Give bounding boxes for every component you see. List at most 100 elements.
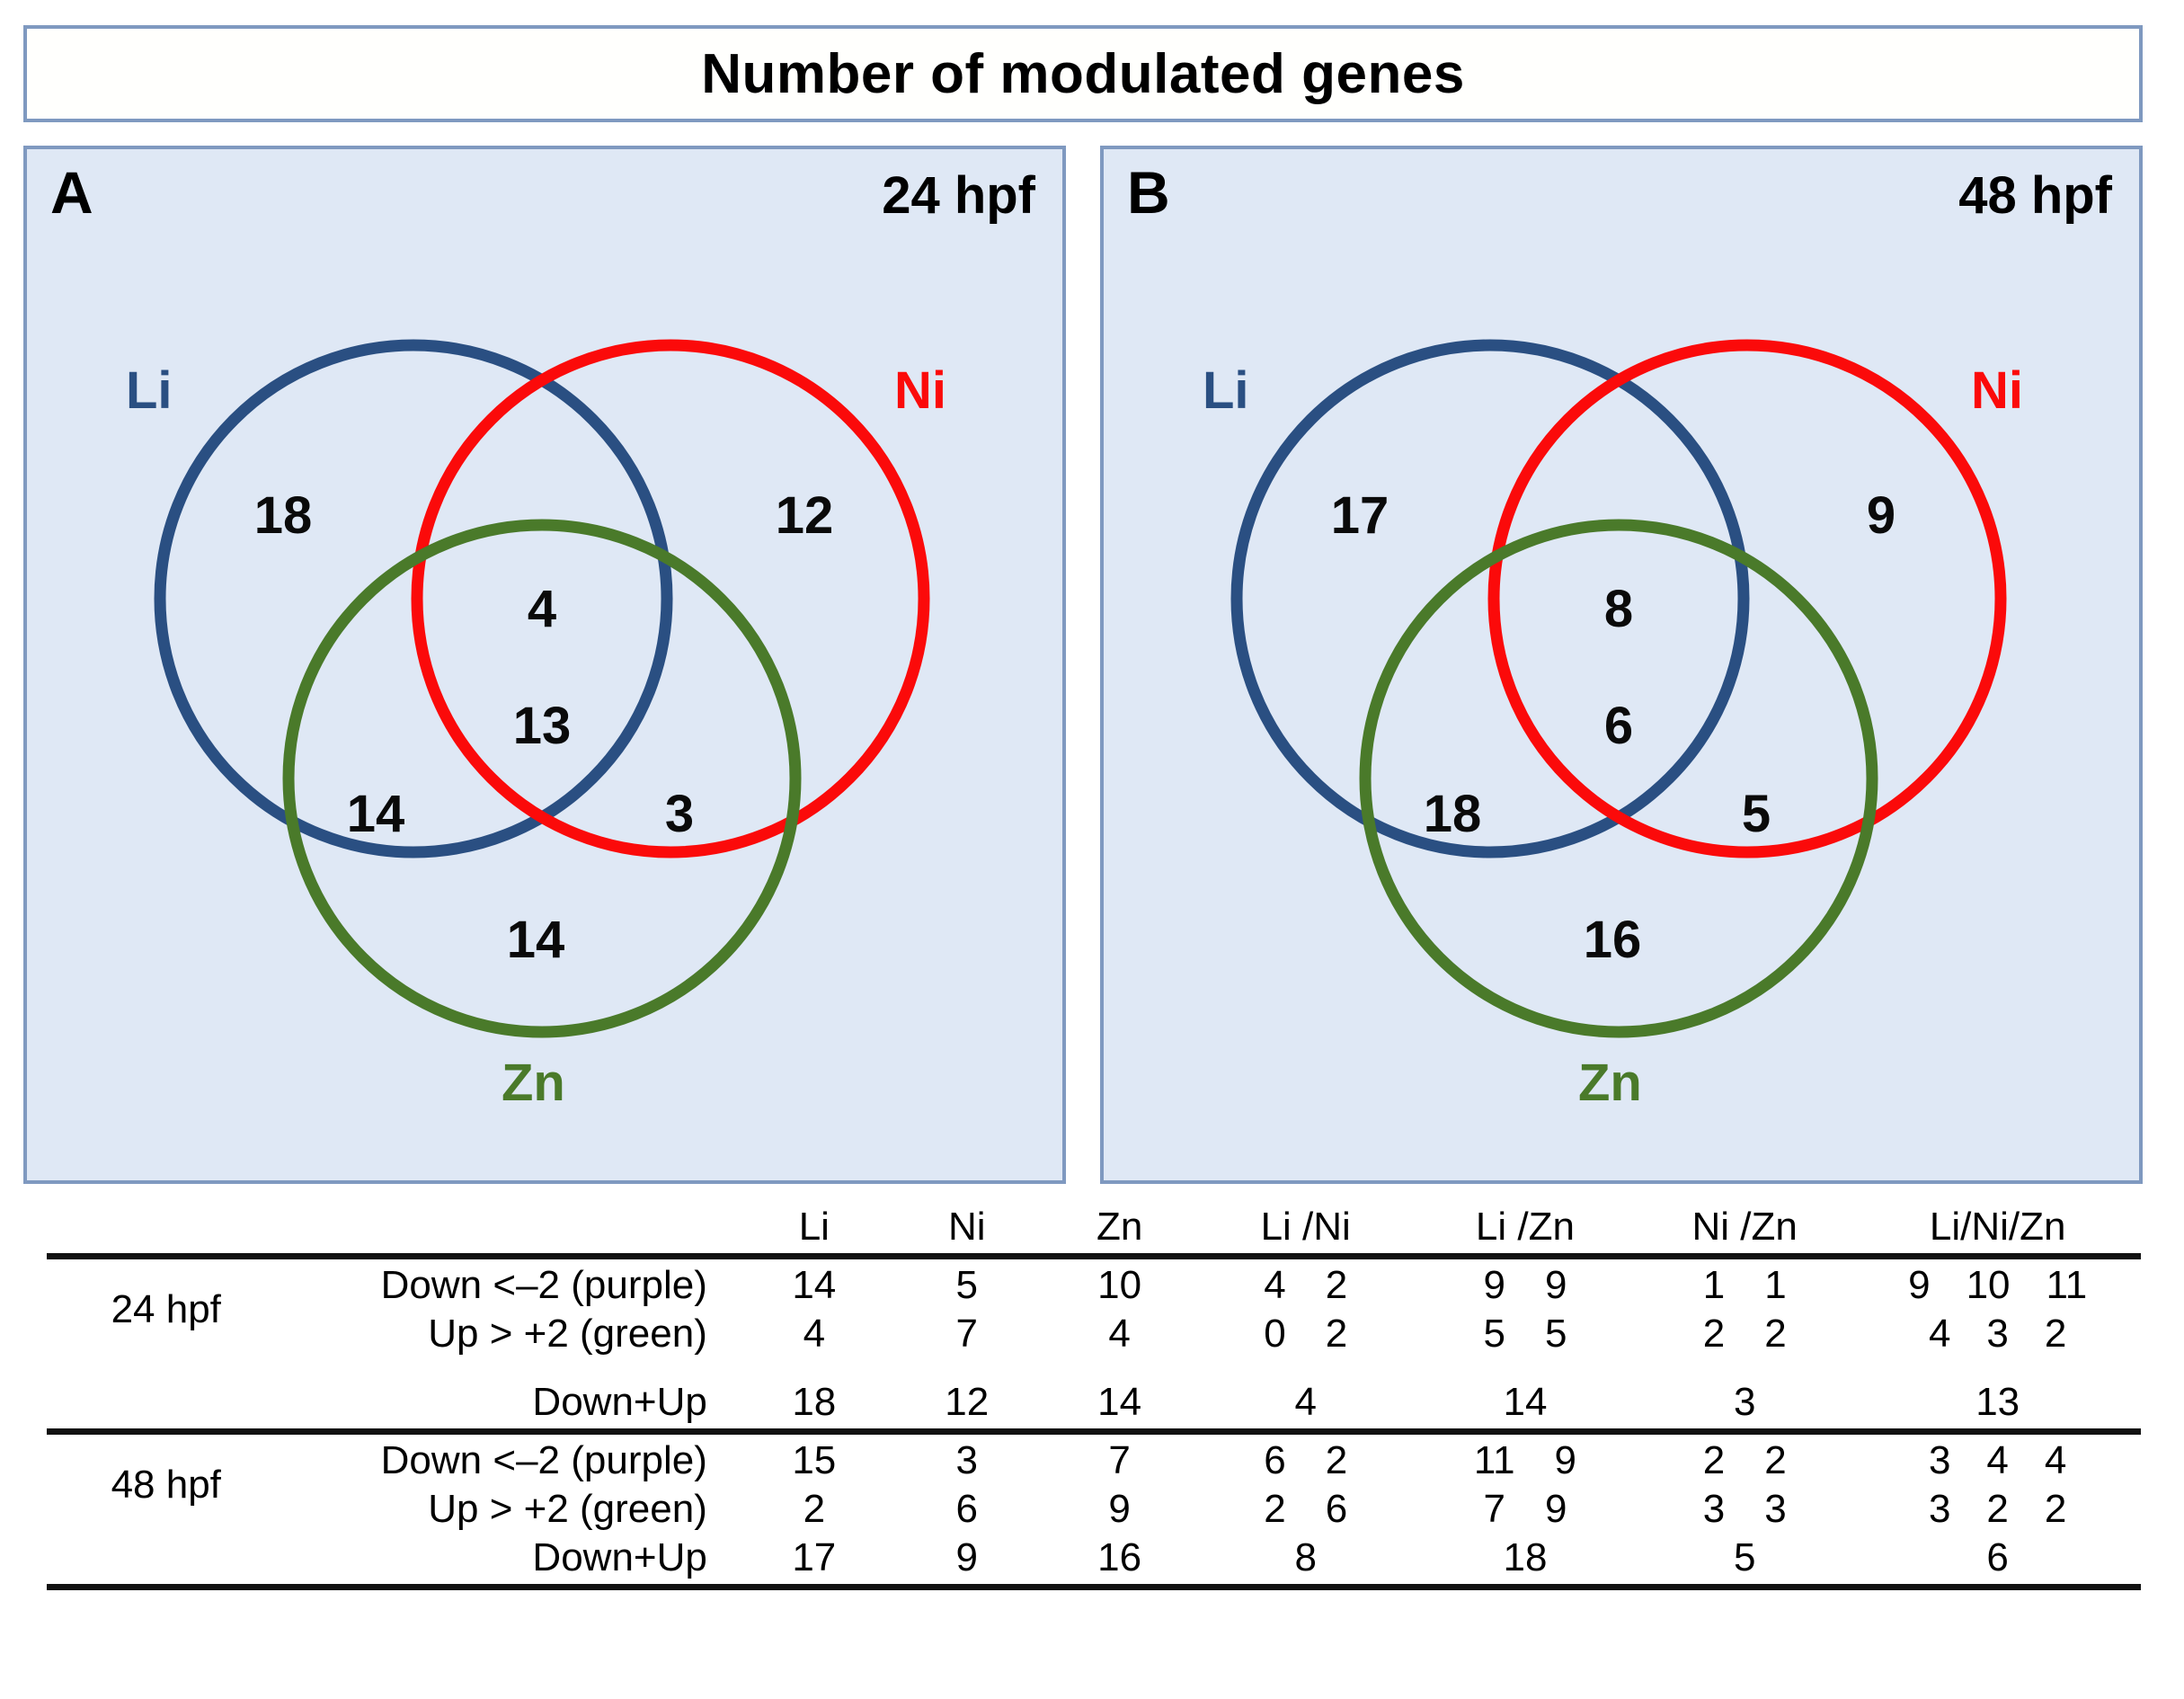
cell-zn: 9 <box>1108 1487 1131 1531</box>
cell-zn: 14 <box>1097 1380 1142 1424</box>
table-row: Up > +2 (green) 2 6 9 2 6 7 9 <box>47 1485 2141 1534</box>
cell-li: 18 <box>792 1380 837 1424</box>
venn-a-label-li: Li <box>126 361 173 420</box>
cell-li-ni-zn-v3: 4 <box>2044 1438 2067 1482</box>
venn-b-circle-zn <box>1359 519 1878 1038</box>
cell-li-ni-zn-v3: 2 <box>2044 1487 2067 1531</box>
panel-a-letter: A <box>50 159 93 226</box>
cell-li-ni-zn-v1: 3 <box>1928 1438 1951 1482</box>
rule-thick-1 <box>47 1253 2141 1259</box>
venn-a-count-ni-zn: 3 <box>664 785 695 843</box>
header-li-ni-zn: Li/Ni/Zn <box>1929 1205 2066 1249</box>
venn-diagram-a: Li Ni Zn 18 12 4 13 14 3 14 <box>27 149 1070 1188</box>
cell-ni: 7 <box>955 1312 978 1356</box>
cell-li-ni-zn-v1: 3 <box>1928 1487 1951 1531</box>
cell-li-ni: 8 <box>1294 1535 1317 1579</box>
cell-li-ni-zn: 9 10 11 <box>1854 1261 2141 1310</box>
cell-ni-zn-v2: 3 <box>1764 1487 1787 1531</box>
venn-b-label-li: Li <box>1203 361 1249 420</box>
cell-ni-zn: 1 1 <box>1635 1261 1854 1310</box>
venn-b-svg <box>1230 339 2007 1038</box>
panel-a: A 24 hpf Li Ni Zn 18 12 4 13 14 3 14 <box>23 146 1066 1184</box>
panel-a-stage-label: 24 hpf <box>882 166 1035 225</box>
cell-ni-zn-v2: 2 <box>1764 1438 1787 1482</box>
cell-li-ni-zn: 3 4 4 <box>1854 1437 2141 1485</box>
venn-a-count-li-only: 18 <box>253 486 313 545</box>
stage-label-24hpf: 24 hpf <box>111 1287 221 1331</box>
cell-ni-zn-v2: 2 <box>1764 1312 1787 1356</box>
cell-li-zn-v1: 7 <box>1483 1487 1505 1531</box>
cell-li-ni-zn-v1: 4 <box>1928 1312 1951 1356</box>
cell-ni-zn: 3 <box>1733 1380 1756 1424</box>
header-li-zn: Li /Zn <box>1475 1205 1575 1249</box>
cell-ni: 9 <box>955 1535 978 1579</box>
cell-ni-zn: 2 2 <box>1635 1310 1854 1358</box>
table-rule-top <box>47 1251 2141 1261</box>
cell-li-ni-zn-v2: 2 <box>1986 1487 2009 1531</box>
cell-li-ni-zn: 3 2 2 <box>1854 1485 2141 1534</box>
panel-b-letter: B <box>1127 159 1170 226</box>
venn-a-count-li-zn: 14 <box>346 785 405 843</box>
venn-a-label-ni: Ni <box>894 361 946 420</box>
venn-b-label-zn: Zn <box>1578 1054 1642 1112</box>
table-row: Down+Up 17 9 16 8 18 5 6 <box>47 1534 2141 1582</box>
stage-spacer-24 <box>47 1378 285 1427</box>
cell-li-ni-zn-v2: 4 <box>1986 1438 2009 1482</box>
cell-li-ni-zn-v3: 11 <box>2046 1263 2088 1307</box>
cell-li-zn: 9 9 <box>1416 1261 1635 1310</box>
venn-diagram-b: Li Ni Zn 17 9 8 6 18 5 16 <box>1104 149 2146 1188</box>
stats-table-wrap: Li Ni Zn Li /Ni Li /Zn Ni /Zn Li/Ni/Zn 2… <box>47 1203 2141 1592</box>
venn-a-count-zn-only: 14 <box>506 911 565 969</box>
figure-title-box: Number of modulated genes <box>23 25 2143 122</box>
table-row: Down+Up 18 12 14 4 14 3 13 <box>47 1378 2141 1427</box>
venn-a-circle-zn <box>282 519 802 1038</box>
cell-li-ni-v1: 6 <box>1264 1438 1286 1482</box>
cell-li-ni-v2: 2 <box>1325 1263 1348 1307</box>
panels-container: A 24 hpf Li Ni Zn 18 12 4 13 14 3 14 <box>23 146 2143 1188</box>
rule-thick-3 <box>47 1584 2141 1590</box>
rule-thick-2 <box>47 1428 2141 1435</box>
cell-zn: 16 <box>1097 1535 1142 1579</box>
row-label-up-48: Up > +2 (green) <box>428 1487 707 1531</box>
cell-ni-zn-v1: 2 <box>1702 1312 1726 1356</box>
venn-b-count-li-ni: 8 <box>1603 580 1634 638</box>
cell-ni: 3 <box>955 1438 978 1482</box>
cell-li-zn: 11 9 <box>1416 1437 1635 1485</box>
table-header-row: Li Ni Zn Li /Ni Li /Zn Ni /Zn Li/Ni/Zn <box>47 1203 2141 1251</box>
table-row: Up > +2 (green) 4 7 4 0 2 5 5 <box>47 1310 2141 1358</box>
header-ni: Ni <box>947 1205 986 1249</box>
venn-b-count-ni-only: 9 <box>1866 486 1896 545</box>
cell-li-zn: 5 5 <box>1416 1310 1635 1358</box>
venn-b-count-zn-only: 16 <box>1583 911 1642 969</box>
cell-li-zn-v2: 9 <box>1544 1487 1567 1531</box>
cell-li-ni-zn-v2: 10 <box>1966 1263 2011 1307</box>
cell-li-ni-zn-v2: 3 <box>1986 1312 2009 1356</box>
cell-li: 4 <box>803 1312 826 1356</box>
cell-li-zn-v1: 5 <box>1483 1312 1505 1356</box>
cell-li-zn-v1: 11 <box>1473 1438 1515 1482</box>
row-label-down-48: Down <–2 (purple) <box>380 1438 707 1482</box>
row-label-down-24: Down <–2 (purple) <box>380 1263 707 1307</box>
row-label-total-48: Down+Up <box>532 1535 707 1579</box>
table-spacer-1 <box>47 1358 2141 1378</box>
header-blank-label <box>285 1203 737 1251</box>
cell-li-ni-v1: 2 <box>1264 1487 1286 1531</box>
cell-li-ni-zn-v3: 2 <box>2044 1312 2067 1356</box>
panel-b-stage-label: 48 hpf <box>1958 166 2112 225</box>
cell-ni-zn-v2: 1 <box>1764 1263 1787 1307</box>
cell-li-ni-v1: 4 <box>1264 1263 1286 1307</box>
cell-zn: 7 <box>1108 1438 1131 1482</box>
venn-a-count-ni-only: 12 <box>775 486 834 545</box>
cell-li: 17 <box>792 1535 837 1579</box>
cell-ni-zn-v1: 1 <box>1702 1263 1726 1307</box>
header-ni-zn: Ni /Zn <box>1691 1205 1798 1249</box>
cell-ni: 6 <box>955 1487 978 1531</box>
cell-ni-zn-v1: 3 <box>1702 1487 1726 1531</box>
header-zn: Zn <box>1096 1205 1143 1249</box>
cell-li: 2 <box>803 1487 826 1531</box>
panel-b: B 48 hpf Li Ni Zn 17 9 8 6 18 5 16 <box>1100 146 2143 1184</box>
venn-b-circle-li <box>1230 339 1750 858</box>
cell-li-ni-v2: 2 <box>1325 1312 1348 1356</box>
cell-li-ni-zn: 6 <box>1986 1535 2009 1579</box>
